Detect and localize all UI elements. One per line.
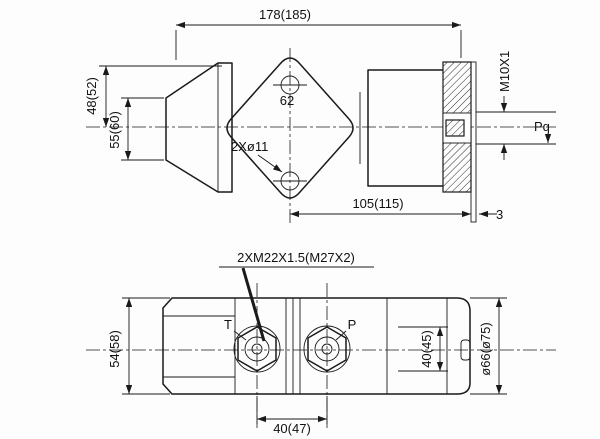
bottom-view-body [162,297,471,395]
port-p-label: P [348,317,357,332]
port-p: P [303,317,357,373]
dim-length-label: 105(115) [352,196,403,211]
mounting-bracket [165,62,233,193]
dim-thread-spec: M10X1 [476,51,556,160]
port-t: T [224,317,281,373]
dim-height-upper-label: 48(52) [84,77,99,115]
callout-ports-label: 2XM22X1.5(M27X2) [237,250,355,265]
dim-diameter-label: ø66(ø75) [478,322,493,375]
dim-overall-width: 178(185) [175,7,462,60]
port-p-hex-plug [307,326,347,372]
dim-port-height-label: 40(45) [419,330,434,368]
port-t-hex-plug [237,326,277,372]
thread-spec-label: M10X1 [497,51,512,92]
flange-plate [226,57,354,199]
cylinder-body [367,69,443,187]
body-outline [162,297,471,395]
dim-height-lower: 55(60) [107,97,164,161]
dim-diameter: ø66(ø75) [470,297,507,395]
top-view: 178(185) 48(52) 55(60) 62 2Xø11 M10X1 Pq [84,7,556,224]
dim-plate-thickness: 3 [479,207,503,222]
dim-plate-thickness-label: 3 [496,207,503,222]
top-view-body [165,57,443,199]
top-view-end-cap [442,61,477,223]
callout-holes-label: 2Xø11 [231,139,268,154]
dim-length: 105(115) [290,196,471,218]
mounting-plate [470,61,477,223]
port-pq-label: Pq [534,119,550,134]
dim-body-height-label: 54(58) [107,330,122,368]
port-t-label: T [224,317,232,332]
dim-height-upper: 48(52) [84,65,222,127]
bottom-view: 2XM22X1.5(M27X2) T [86,250,556,436]
key-slot [460,339,471,361]
dim-hole-offset-label: 62 [280,93,294,108]
dim-body-height: 54(58) [107,297,170,395]
dim-height-lower-label: 55(60) [107,111,122,149]
dim-port-height: 40(45) [398,326,448,372]
dim-port-spacing: 40(47) [256,396,328,436]
top-view-centerlines [86,48,556,224]
dim-overall-width-label: 178(185) [259,7,311,22]
center-stud [445,119,465,137]
callout-holes: 2Xø11 [231,139,283,173]
port-pq: Pq [534,119,552,143]
dim-port-spacing-label: 40(47) [273,421,311,436]
